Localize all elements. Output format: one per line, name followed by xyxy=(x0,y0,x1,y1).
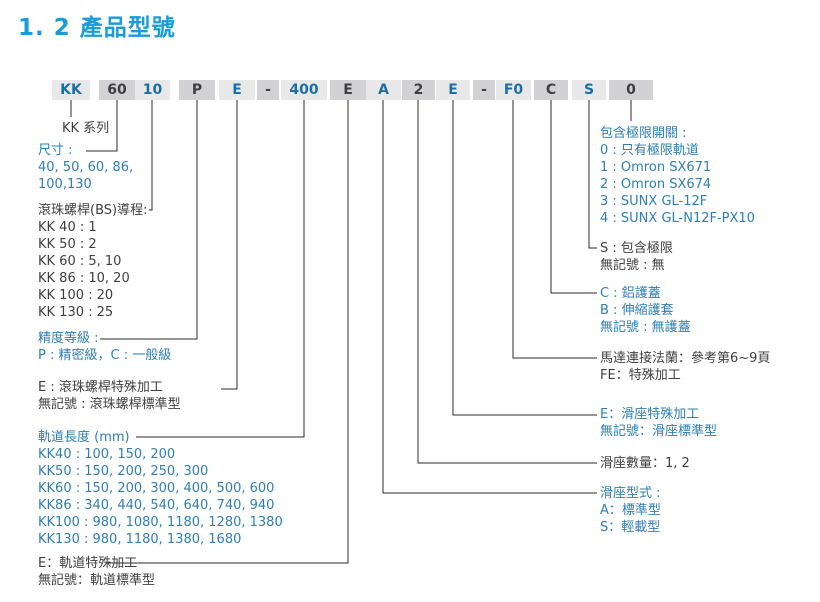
series-label: KK 系列 xyxy=(62,121,110,136)
block-special-row: E：滑座特殊加工 xyxy=(600,407,700,422)
model-code-segment-precision: P xyxy=(179,80,215,100)
lead-row: KK 130 : 25 xyxy=(38,305,114,320)
annotation-block-special: E：滑座特殊加工 無記號：滑座標準型 xyxy=(600,406,717,440)
bs-special-row: E : 滾珠螺桿特殊加工 xyxy=(38,380,163,395)
model-code-segment-dash1: - xyxy=(257,80,279,100)
limit-switch-row: 4 : SUNX GL-N12F-PX10 xyxy=(600,211,755,226)
model-code-segment-series: KK xyxy=(52,80,90,100)
rail-special-row: E：軌道特殊加工 xyxy=(38,556,138,571)
limit-included-row: 無記號 : 無 xyxy=(600,258,665,273)
connector-limit xyxy=(588,100,597,249)
annotation-bs-special: E : 滾珠螺桿特殊加工 無記號 : 滾珠螺桿標準型 xyxy=(38,379,181,413)
block-type-row: A：標準型 xyxy=(600,503,661,518)
annotation-lead: 滾珠螺桿(BS)導程: KK 40 : 1 KK 50 : 2 KK 60 : … xyxy=(38,202,147,321)
connector-block-type xyxy=(382,100,597,494)
cover-row: B : 伸縮護套 xyxy=(600,303,674,318)
connector-lead xyxy=(149,100,153,211)
annotation-motor-flange: 馬達連接法蘭：參考第6~9頁 FE：特殊加工 xyxy=(600,350,770,384)
cover-row: 無記號 : 無護蓋 xyxy=(600,320,691,335)
size-row: 40, 50, 60, 86, xyxy=(38,160,134,175)
precision-row: P : 精密級，C : 一般級 xyxy=(38,348,172,363)
connector-flange xyxy=(512,100,597,359)
annotation-rail-length: 軌道長度 (mm) KK40 : 100, 150, 200 KK50 : 15… xyxy=(38,429,283,548)
connector-rail-special xyxy=(108,100,349,564)
rail-length-row: KK130 : 980, 1180, 1380, 1680 xyxy=(38,532,242,547)
model-code-segment-block-special: E xyxy=(436,80,470,100)
connector-bs-special xyxy=(221,100,238,390)
annotation-rail-special: E：軌道特殊加工 無記號：軌道標準型 xyxy=(38,555,155,589)
model-code-segment-size: 60 xyxy=(99,80,135,100)
connector-block-qty xyxy=(417,100,597,464)
model-code-segment-rail-special: E xyxy=(330,80,366,100)
rail-length-row: KK86 : 340, 440, 540, 640, 740, 940 xyxy=(38,498,275,513)
annotation-cover: C : 鋁護蓋 B : 伸縮護套 無記號 : 無護蓋 xyxy=(600,285,691,336)
annotation-series: KK 系列 xyxy=(62,120,109,137)
bs-special-row: 無記號 : 滾珠螺桿標準型 xyxy=(38,397,181,412)
model-code-segment-cover: C xyxy=(534,80,568,100)
limit-switch-row: 1 : Omron SX671 xyxy=(600,160,712,175)
limit-included-row: S : 包含極限 xyxy=(600,241,673,256)
limit-switch-row: 2 : Omron SX674 xyxy=(600,177,712,192)
block-quantity-row: 滑座數量：1, 2 xyxy=(600,456,690,471)
block-type-title: 滑座型式 : xyxy=(600,486,661,501)
limit-switch-title: 包含極限開關 : xyxy=(600,126,687,141)
precision-title: 精度等級 : xyxy=(38,331,99,346)
limit-switch-row: 3 : SUNX GL-12F xyxy=(600,194,708,209)
model-code-segment-bs-special: E xyxy=(219,80,255,100)
motor-flange-row: FE：特殊加工 xyxy=(600,368,681,383)
annotation-limit-included: S : 包含極限 無記號 : 無 xyxy=(600,240,673,274)
connector-cover xyxy=(550,100,597,294)
annotation-size: 尺寸 : 40, 50, 60, 86, 100,130 xyxy=(38,142,133,193)
model-code-segment-block-qty: 2 xyxy=(402,80,435,100)
motor-flange-row: 馬達連接法蘭：參考第6~9頁 xyxy=(600,351,771,366)
block-special-row: 無記號：滑座標準型 xyxy=(600,424,718,439)
connector-size xyxy=(86,100,118,152)
size-title: 尺寸 : xyxy=(38,143,73,158)
lead-row: KK 100 : 20 xyxy=(38,288,114,303)
annotation-precision: 精度等級 : P : 精密級，C : 一般級 xyxy=(38,330,171,364)
annotation-block-quantity: 滑座數量：1, 2 xyxy=(600,455,690,472)
limit-switch-row: 0 : 只有極限軌道 xyxy=(600,143,699,158)
lead-row: KK 40 : 1 xyxy=(38,220,97,235)
model-code-segment-switch: 0 xyxy=(609,80,653,100)
connector-precision xyxy=(100,100,198,340)
lead-title: 滾珠螺桿(BS)導程: xyxy=(38,203,148,218)
rail-length-title: 軌道長度 (mm) xyxy=(38,430,130,445)
annotation-block-type: 滑座型式 : A：標準型 S：輕載型 xyxy=(600,485,661,536)
annotation-limit-switch: 包含極限開關 : 0 : 只有極限軌道 1 : Omron SX671 2 : … xyxy=(600,125,755,227)
page-title: 1. 2 產品型號 xyxy=(18,15,176,41)
block-type-row: S：輕載型 xyxy=(600,520,661,535)
model-code-segment-dash2: - xyxy=(473,80,495,100)
rail-length-row: KK50 : 150, 200, 250, 300 xyxy=(38,464,209,479)
connector-length xyxy=(136,100,305,438)
model-code-segment-lead: 10 xyxy=(135,80,170,100)
model-code-segment-limit: S xyxy=(572,80,606,100)
model-code-segment-length: 400 xyxy=(281,80,327,100)
size-row: 100,130 xyxy=(38,177,92,192)
lead-row: KK 60 : 5, 10 xyxy=(38,254,122,269)
rail-length-row: KK60 : 150, 200, 300, 400, 500, 600 xyxy=(38,481,275,496)
model-code-segment-block-type: A xyxy=(366,80,401,100)
lead-row: KK 50 : 2 xyxy=(38,237,97,252)
rail-special-row: 無記號：軌道標準型 xyxy=(38,573,156,588)
connector-block-special xyxy=(452,100,597,416)
model-code-segment-flange: F0 xyxy=(496,80,531,100)
rail-length-row: KK100 : 980, 1080, 1180, 1280, 1380 xyxy=(38,515,283,530)
lead-row: KK 86 : 10, 20 xyxy=(38,271,130,286)
rail-length-row: KK40 : 100, 150, 200 xyxy=(38,447,176,462)
cover-row: C : 鋁護蓋 xyxy=(600,286,661,301)
